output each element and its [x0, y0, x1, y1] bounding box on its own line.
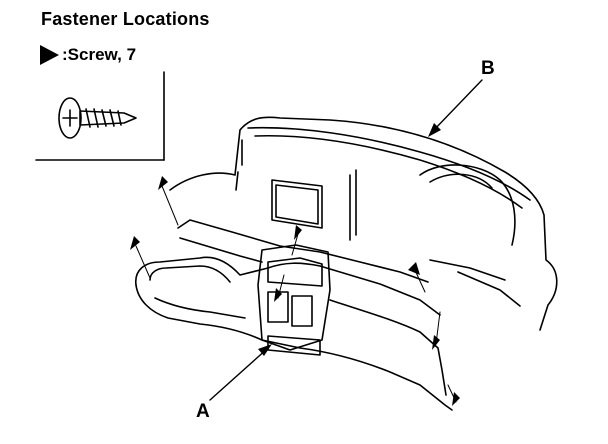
screw-arrow-2 — [130, 236, 140, 250]
legend-label: :Screw, 7 — [62, 45, 137, 64]
dashboard-duct-assembly — [135, 219, 521, 411]
dashboard-upper-shell — [169, 116, 558, 331]
screw-location-markers — [130, 176, 460, 406]
screw-arrow-1 — [158, 176, 168, 190]
screw-arrow-7 — [452, 392, 460, 406]
screw-location-lines — [135, 185, 457, 403]
screw-detail-box — [35, 71, 165, 161]
screw-arrow-4 — [274, 288, 282, 302]
callout-b-label: B — [481, 58, 495, 79]
center-vent-housing — [257, 244, 331, 356]
fastener-legend: :Screw, 7 — [40, 45, 136, 65]
diagram-title: Fastener Locations — [41, 9, 210, 29]
callout-a-label: A — [196, 401, 210, 422]
screw-icon — [58, 97, 137, 139]
screw-arrow-3 — [294, 225, 302, 240]
callout-a-leader — [209, 344, 272, 401]
screw-arrow-icon — [40, 45, 59, 65]
callout-b-leader — [428, 79, 483, 137]
